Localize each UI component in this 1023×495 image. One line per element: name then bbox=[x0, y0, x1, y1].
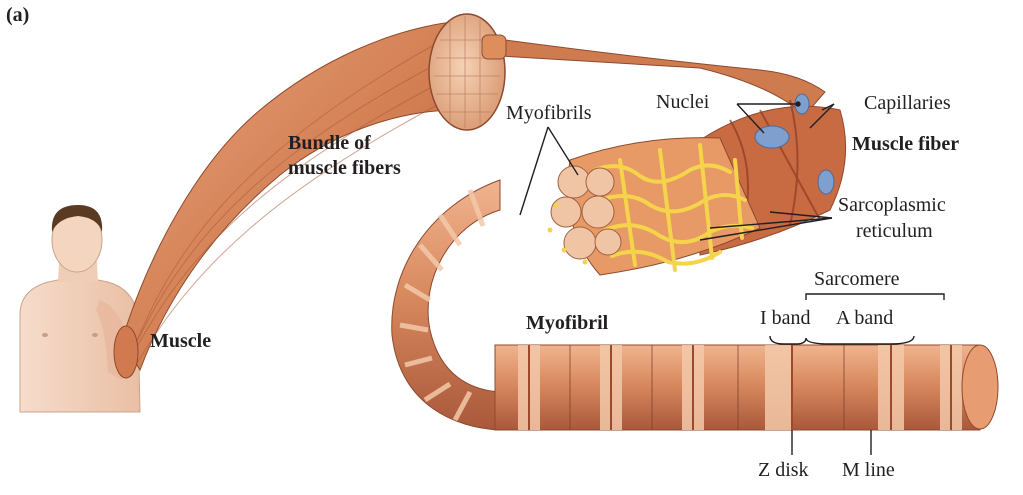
myofibril-label: Myofibril bbox=[526, 312, 608, 335]
a-band-label: A band bbox=[836, 307, 893, 330]
panel-letter: (a) bbox=[6, 4, 29, 27]
m-line-label: M line bbox=[842, 459, 895, 482]
sarcoplasmic-label-line1: Sarcoplasmic bbox=[838, 194, 946, 217]
myofibril-curve bbox=[392, 180, 500, 430]
bundle-label-line2: muscle fibers bbox=[288, 157, 401, 180]
i-band-label: I band bbox=[760, 307, 811, 330]
z-disk-label: Z disk bbox=[758, 459, 809, 482]
muscle-fiber-label: Muscle fiber bbox=[852, 133, 959, 156]
muscle-fiber-body bbox=[548, 94, 846, 275]
bundle-end bbox=[429, 14, 505, 130]
myofibril-ends bbox=[551, 166, 621, 259]
sarcoplasmic-label-line2: reticulum bbox=[856, 220, 933, 243]
nucleus-3 bbox=[818, 170, 834, 194]
myofibril-rod bbox=[495, 345, 998, 430]
capillaries-label: Capillaries bbox=[864, 92, 951, 115]
muscle-label: Muscle bbox=[150, 330, 211, 353]
nuclei-label: Nuclei bbox=[656, 91, 709, 114]
sarcomere-label: Sarcomere bbox=[814, 268, 900, 291]
human-figure bbox=[20, 205, 140, 412]
bundle-label-line1: Bundle of bbox=[288, 132, 371, 155]
arm-muscle bbox=[114, 326, 138, 378]
myofibrils-label: Myofibrils bbox=[506, 102, 592, 125]
